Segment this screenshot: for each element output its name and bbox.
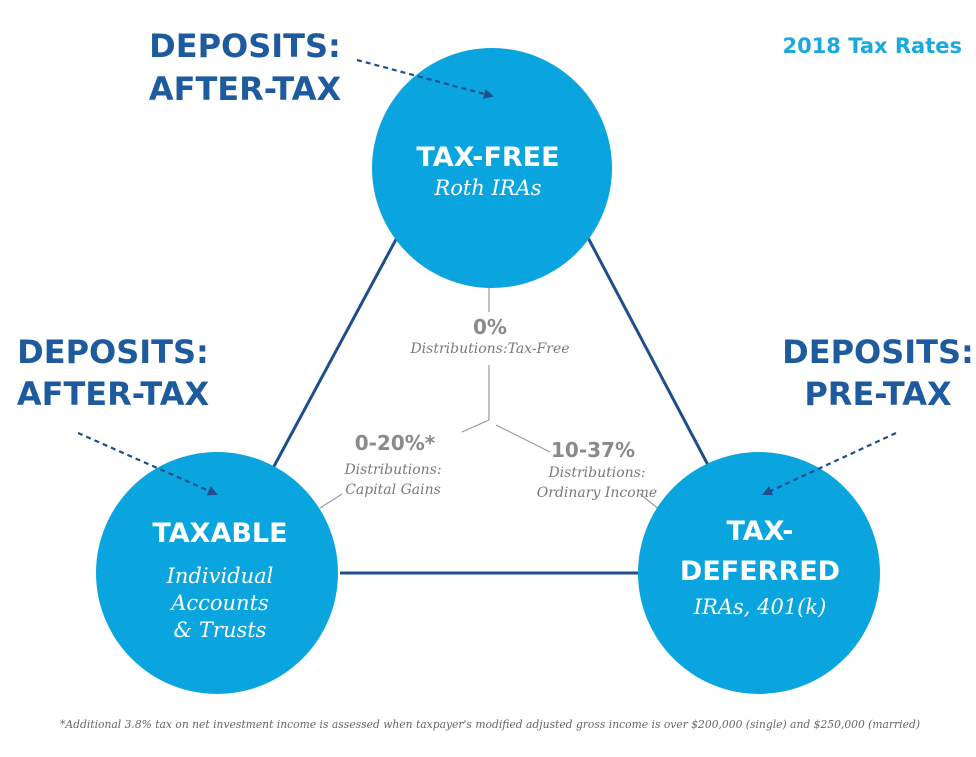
deposit-right-arrow xyxy=(762,432,897,496)
tax-free-distribution: Distributions:Tax-Free xyxy=(409,341,569,357)
tax-deferred-distribution-1: Distributions: xyxy=(547,465,645,481)
taxable-subtitle-2: Accounts xyxy=(169,591,269,615)
tax-free-title: TAX-FREE xyxy=(416,142,559,173)
tax-deferred-title-1: TAX- xyxy=(726,516,793,547)
deposit-right-line1: DEPOSITS: xyxy=(782,333,974,371)
tax-free-subtitle: Roth IRAs xyxy=(433,176,541,200)
taxable-circle xyxy=(96,452,338,694)
connector-top-left xyxy=(270,231,402,471)
connector-top-right xyxy=(583,231,710,466)
deposit-left-line2: AFTER-TAX xyxy=(17,375,210,413)
deposit-left-arrow xyxy=(77,431,218,496)
deposit-left-line1: DEPOSITS: xyxy=(17,333,209,371)
tax-deferred-rate: 10-37% xyxy=(551,438,635,462)
center-line-taxable xyxy=(319,493,343,509)
taxable-title: TAXABLE xyxy=(152,518,287,549)
center-line-deferred xyxy=(639,493,661,511)
taxable-subtitle-3: & Trusts xyxy=(174,618,267,642)
tax-deferred-subtitle: IRAs, 401(k) xyxy=(693,595,827,619)
tax-deferred-title-2: DEFERRED xyxy=(680,556,840,587)
taxable-distribution-1: Distributions: xyxy=(343,462,441,478)
footnote: *Additional 3.8% tax on net investment i… xyxy=(60,717,920,731)
tax-free-rate: 0% xyxy=(473,315,507,339)
tax-rates-title: 2018 Tax Rates xyxy=(782,34,962,58)
tax-free-circle xyxy=(372,48,612,288)
center-line-left xyxy=(461,419,490,433)
taxable-rate: 0-20%* xyxy=(355,431,436,455)
taxable-distribution-2: Capital Gains xyxy=(345,482,441,498)
tax-deferred-distribution-2: Ordinary Income xyxy=(537,485,657,501)
tax-deferred-circle xyxy=(638,452,880,694)
deposit-top-line1: DEPOSITS: xyxy=(149,27,341,65)
deposit-right-line2: PRE-TAX xyxy=(804,375,952,413)
deposit-top-line2: AFTER-TAX xyxy=(149,70,342,108)
taxable-subtitle-1: Individual xyxy=(166,564,274,588)
center-line-right xyxy=(495,424,551,453)
